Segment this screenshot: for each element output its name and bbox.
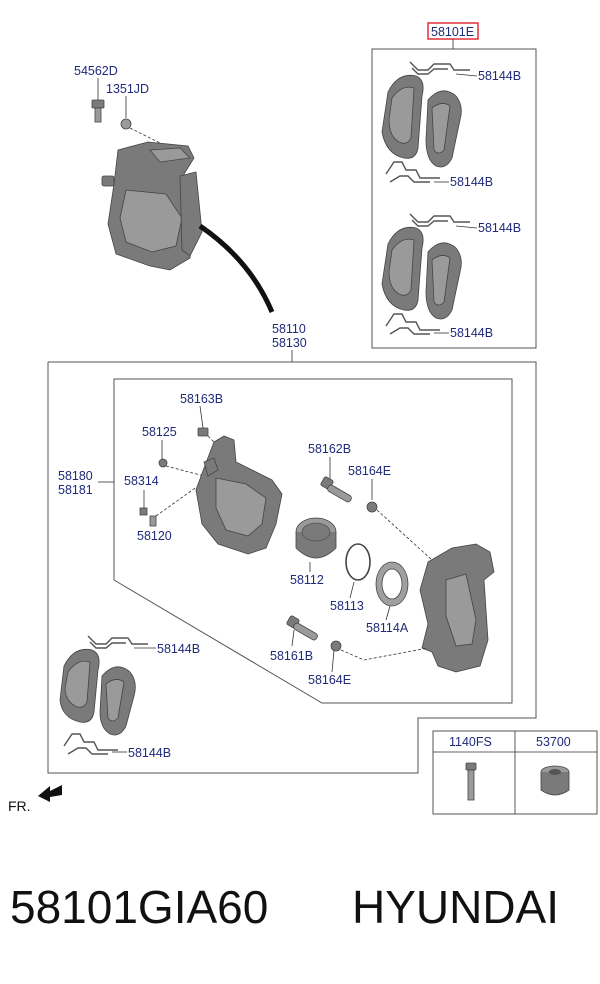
piston-58112	[295, 517, 337, 559]
footer-brand: HYUNDAI	[352, 881, 560, 933]
dash-58120	[155, 485, 199, 517]
leader-clip-1	[455, 73, 478, 77]
bolt-54562D	[91, 99, 105, 123]
legend-header-53700[interactable]: 53700	[536, 735, 571, 749]
lower-clip-label-top[interactable]: 58144B	[157, 642, 200, 656]
leader-58163B	[199, 405, 204, 429]
inner-caliper-frame	[113, 378, 513, 704]
dust-boot-58114A	[375, 561, 409, 607]
bolt-58163B	[197, 427, 209, 437]
nut-53700	[540, 765, 570, 796]
legend-table	[432, 730, 598, 815]
label-58114A[interactable]: 58114A	[366, 621, 409, 635]
caliper-label-58130[interactable]: 58130	[272, 336, 307, 350]
leader-58113	[349, 581, 355, 599]
label-58314[interactable]: 58314	[124, 474, 159, 488]
leader-58164E-bottom	[331, 649, 335, 673]
dash-58164E-top	[376, 509, 433, 561]
label-58161B[interactable]: 58161B	[270, 649, 313, 663]
boot-58164E-top	[366, 501, 378, 513]
arrow-to-detail	[198, 223, 275, 313]
brake-pad-pair-lower	[381, 213, 470, 335]
brake-pad-pair-main	[59, 635, 148, 755]
label-58181[interactable]: 58181	[58, 483, 93, 497]
front-direction-label: FR.	[8, 798, 31, 814]
dash-58125	[165, 465, 205, 477]
pad-clip-label-1[interactable]: 58144B	[478, 69, 521, 83]
label-58163B[interactable]: 58163B	[180, 392, 223, 406]
caliper-label-58110[interactable]: 58110	[272, 322, 306, 336]
washer-label-1351JD[interactable]: 1351JD	[106, 82, 149, 96]
bolt-1140FS	[465, 762, 477, 801]
pad-kit-box	[371, 48, 537, 349]
pad-clip-label-2[interactable]: 58144B	[450, 175, 493, 189]
caliper-housing	[195, 435, 283, 555]
caliper-assembly-overview	[101, 141, 203, 271]
guide-pin-58162B	[320, 476, 352, 503]
leader-58114A	[385, 605, 391, 621]
main-detail-frame	[47, 361, 537, 774]
label-58164E-top[interactable]: 58164E	[348, 464, 391, 478]
leader-clip-3	[455, 225, 478, 229]
lower-clip-label-bottom[interactable]: 58144B	[128, 746, 171, 760]
label-58164E-bottom[interactable]: 58164E	[308, 673, 351, 687]
screw-58120	[149, 515, 157, 527]
label-58180[interactable]: 58180	[58, 469, 93, 483]
boot-58164E-bottom	[330, 640, 342, 652]
washer-1351JD	[120, 118, 132, 130]
guide-pin-58161B	[286, 615, 318, 641]
legend-header-1140FS[interactable]: 1140FS	[449, 735, 492, 749]
dash-58164E-bottom	[340, 647, 429, 661]
kit-label[interactable]: 58101E	[431, 25, 474, 39]
cap-58125	[158, 458, 168, 468]
label-58113[interactable]: 58113	[330, 599, 364, 613]
label-58125[interactable]: 58125	[142, 425, 177, 439]
seal-58113	[345, 543, 371, 581]
front-arrow-icon	[38, 785, 62, 802]
footer-part-number: 58101GIA60	[10, 881, 269, 933]
label-58162B[interactable]: 58162B	[308, 442, 351, 456]
pad-clip-label-4[interactable]: 58144B	[450, 326, 493, 340]
carrier-bracket	[419, 543, 495, 673]
label-58120[interactable]: 58120	[137, 529, 172, 543]
bolt-label-54562D[interactable]: 54562D	[74, 64, 118, 78]
leader-58161B	[291, 629, 295, 647]
label-58112[interactable]: 58112	[290, 573, 324, 587]
pad-clip-label-3[interactable]: 58144B	[478, 221, 521, 235]
bleeder-58314	[139, 507, 148, 516]
footer: 58101GIA60 HYUNDAI	[0, 880, 600, 950]
brake-pad-pair-upper	[381, 61, 470, 183]
